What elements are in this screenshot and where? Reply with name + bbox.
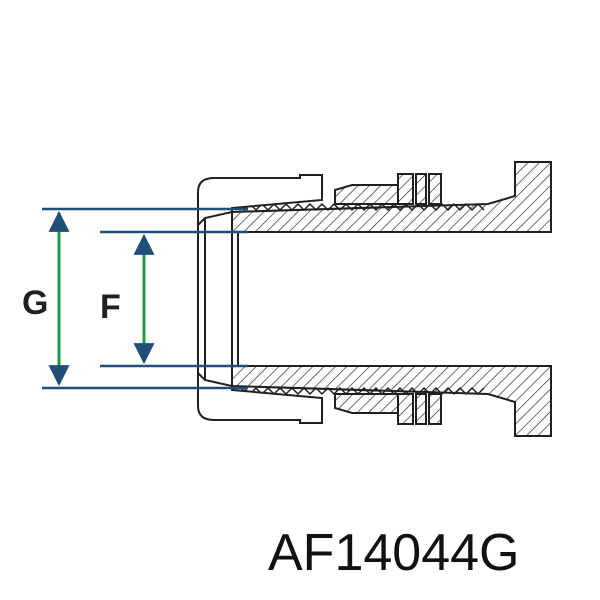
dimension-lines <box>42 207 248 390</box>
model-code: AF14044G <box>268 524 520 582</box>
cap-nut <box>197 174 323 424</box>
lock-nut-upper <box>334 173 442 205</box>
g-dimension-label: G <box>22 284 48 322</box>
body-lower-section <box>231 365 552 437</box>
cap-nut-lower <box>197 370 323 424</box>
dimension-arrows <box>48 210 155 387</box>
body-upper-section <box>231 161 552 233</box>
f-dimension-label: F <box>100 288 121 326</box>
cap-nut-upper <box>197 174 323 228</box>
lock-nut-lower <box>334 393 442 425</box>
fitting-body <box>231 161 552 437</box>
